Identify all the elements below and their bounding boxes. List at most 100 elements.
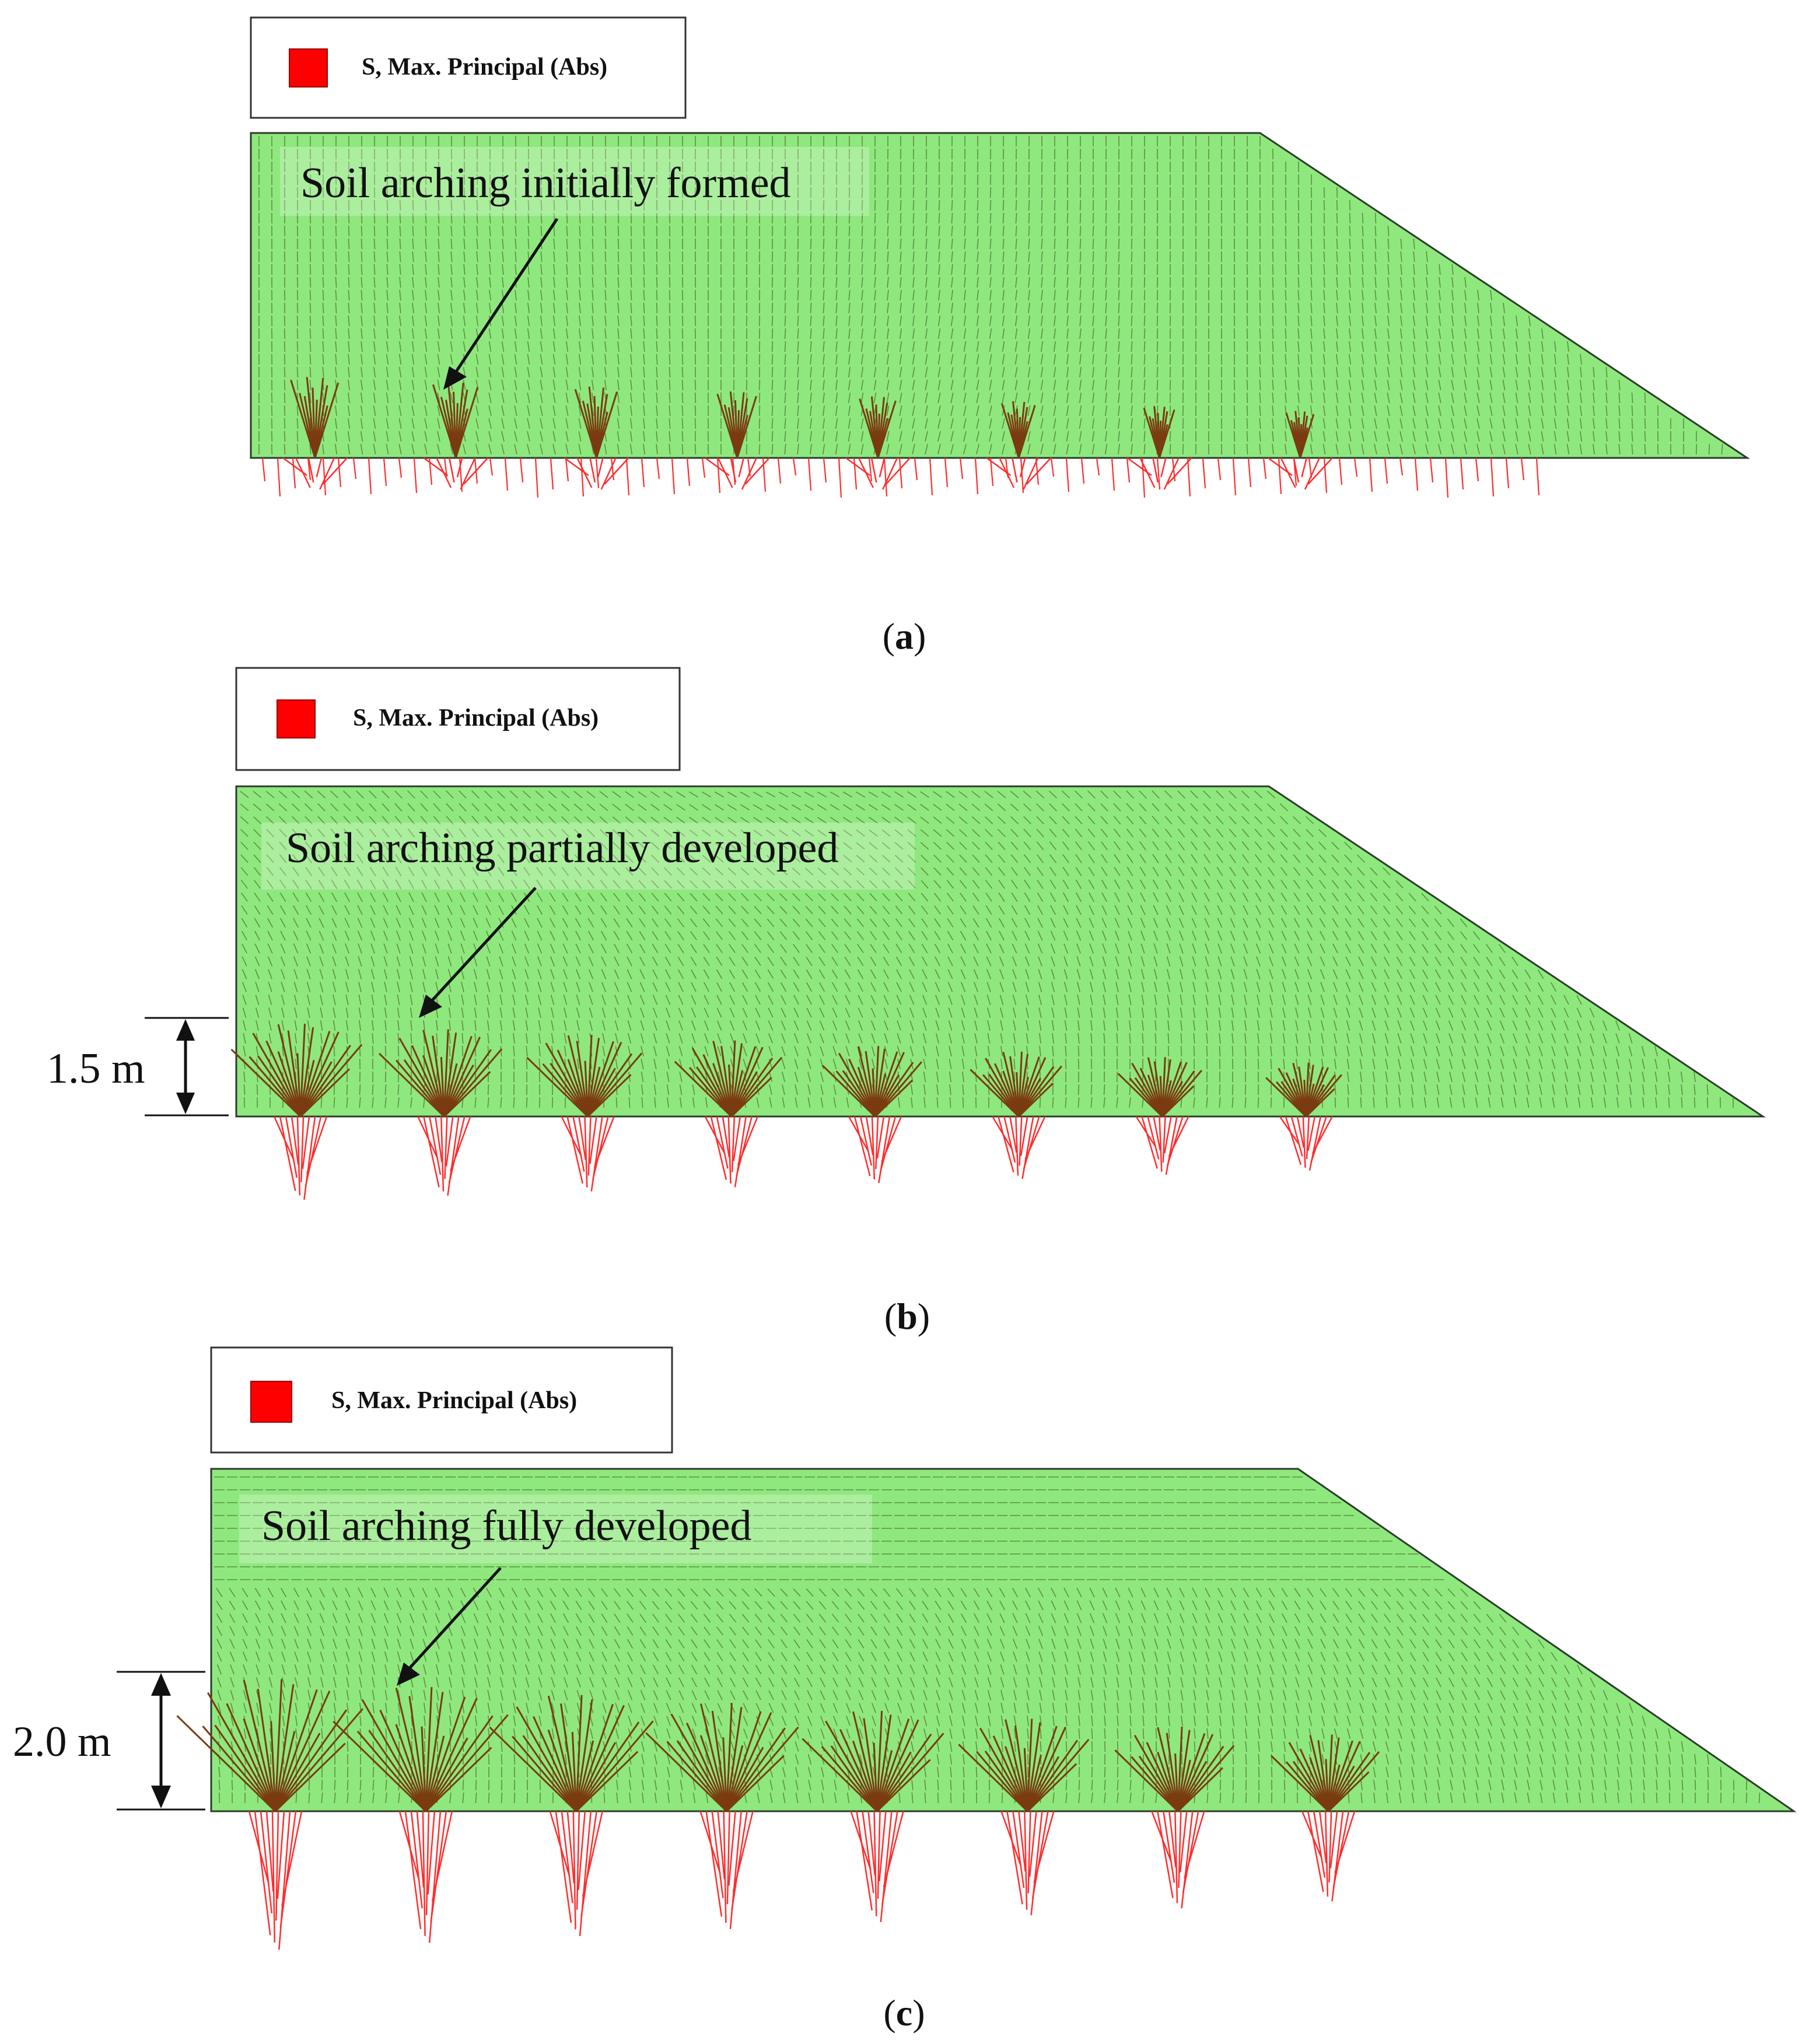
field-vector [1438, 393, 1441, 403]
field-vector [1322, 443, 1326, 455]
field-vector [1464, 418, 1467, 429]
field-vector [1361, 431, 1364, 442]
field-vector [989, 302, 992, 314]
field-vector [1036, 828, 1044, 838]
field-vector [599, 816, 608, 824]
field-vector [707, 418, 709, 429]
field-vector [373, 238, 376, 250]
field-vector [291, 790, 300, 799]
field-vector [771, 328, 774, 340]
pile-vector [1152, 457, 1159, 483]
field-vector [489, 238, 491, 250]
field-vector [1451, 431, 1454, 442]
field-vector [1374, 418, 1377, 429]
field-vector [412, 238, 414, 250]
field-vector [501, 380, 505, 390]
field-vector [527, 277, 530, 288]
field-vector [1348, 431, 1352, 442]
field-vector [540, 315, 543, 327]
field-vector [1169, 354, 1171, 365]
field-vector [1580, 405, 1582, 416]
field-vector [656, 392, 658, 404]
field-vector [335, 289, 337, 301]
field-vector [330, 816, 338, 825]
field-vector [1169, 379, 1171, 391]
field-vector [592, 264, 594, 275]
field-vector [1040, 341, 1044, 352]
field-vector [1131, 366, 1133, 378]
field-vector [1580, 393, 1582, 403]
field-vector [1439, 290, 1441, 300]
field-vector [1092, 367, 1094, 377]
field-vector [830, 791, 840, 798]
field-vector [977, 251, 979, 262]
field-vector [565, 444, 569, 454]
field-vector [475, 315, 479, 327]
pile-vector [504, 457, 509, 491]
field-vector [510, 803, 518, 811]
field-vector [1567, 392, 1569, 404]
field-vector [1040, 418, 1044, 429]
field-vector [1477, 302, 1479, 314]
field-vector [1618, 430, 1621, 442]
field-vector [1348, 354, 1352, 365]
field-vector [463, 328, 466, 340]
field-vector [309, 276, 312, 288]
field-vector [463, 251, 466, 262]
field-vector [630, 212, 632, 224]
field-vector [1244, 1058, 1247, 1070]
field-vector [810, 379, 812, 391]
field-vector [573, 816, 583, 824]
field-vector [1036, 803, 1044, 811]
field-vector [412, 174, 414, 186]
field-vector [1079, 379, 1082, 391]
field-vector [740, 830, 750, 836]
field-vector [881, 791, 891, 798]
field-vector [630, 430, 632, 442]
field-vector [1023, 841, 1031, 850]
pile-vector [1187, 457, 1191, 497]
field-vector [1182, 405, 1184, 416]
field-vector [989, 393, 992, 403]
field-vector [411, 444, 415, 454]
field-vector [592, 316, 594, 326]
field-vector [797, 379, 799, 391]
field-vector [1036, 841, 1044, 850]
field-vector [681, 443, 684, 455]
field-vector [823, 341, 825, 352]
field-vector [450, 225, 453, 237]
field-vector [1451, 328, 1454, 340]
field-vector [951, 277, 953, 288]
field-vector [676, 829, 685, 837]
field-vector [373, 418, 376, 429]
field-vector [810, 418, 812, 429]
field-vector [1336, 264, 1338, 275]
field-vector [536, 841, 544, 850]
field-vector [643, 379, 645, 391]
field-vector [1002, 354, 1005, 365]
field-vector [1412, 341, 1416, 352]
field-vector [1579, 443, 1583, 455]
field-vector [407, 803, 415, 812]
field-vector [797, 405, 799, 416]
field-vector [899, 379, 902, 391]
field-vector [1246, 328, 1248, 340]
field-vector [1476, 431, 1480, 442]
pile-vector [929, 457, 933, 496]
field-vector [586, 816, 596, 824]
field-vector [887, 303, 889, 313]
field-vector [1259, 251, 1261, 262]
pile-vector [398, 457, 403, 478]
field-vector [1489, 341, 1493, 352]
field-vector [1104, 430, 1108, 442]
field-vector [1023, 790, 1032, 799]
field-vector [1177, 828, 1185, 838]
field-vector [514, 328, 517, 340]
field-vector [566, 200, 568, 211]
pile-vector [295, 457, 311, 488]
stress-vector-field [258, 135, 1723, 459]
pile-vector [413, 457, 418, 494]
field-vector [1412, 315, 1416, 327]
arching-vector [877, 400, 897, 459]
field-vector [1092, 379, 1094, 391]
